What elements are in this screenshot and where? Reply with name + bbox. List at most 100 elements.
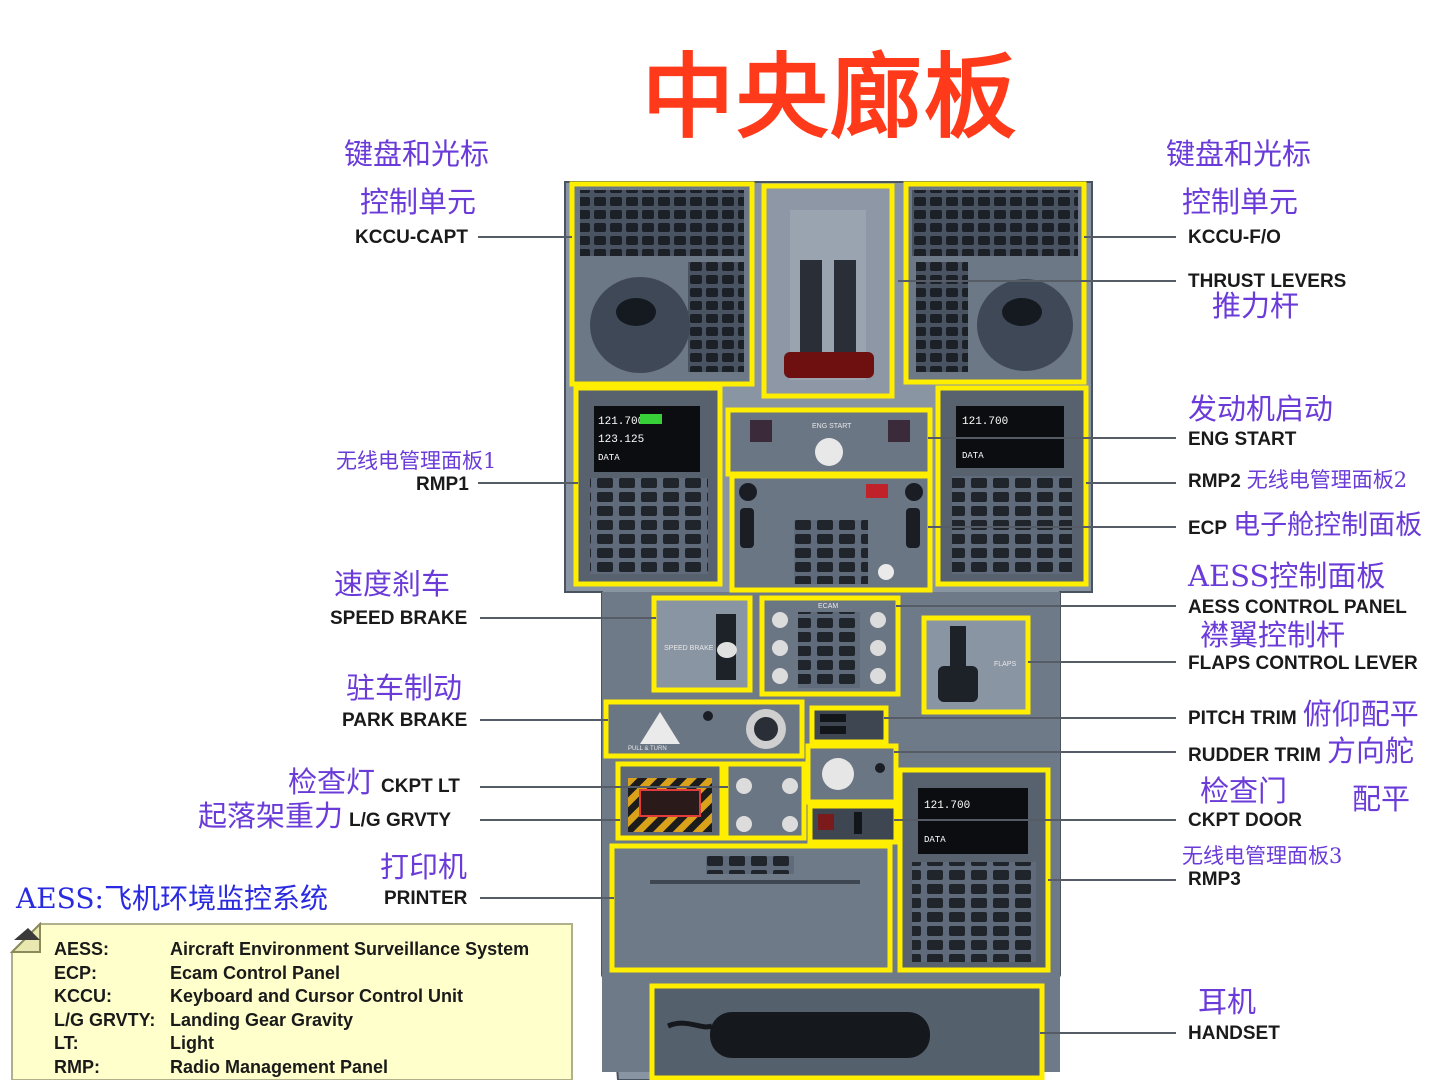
flaps-panel-text: FLAPS: [994, 661, 1017, 668]
lg-grvty-cn: 起落架重力: [198, 799, 344, 833]
flaps-cn: 襟翼控制杆: [1200, 618, 1346, 652]
rmp2-label: RMP2: [1188, 471, 1241, 492]
printer-label: PRINTER: [384, 888, 468, 909]
legend-row: L/G GRVTY: Landing Gear Gravity: [54, 1009, 529, 1033]
legend-row: RMP: Radio Management Panel: [54, 1056, 529, 1080]
rmp1-label: RMP1: [416, 474, 469, 495]
ckpt-door-cn: 检查门: [1200, 774, 1288, 808]
pitch-trim-unit: [809, 705, 889, 745]
aess-control-label: AESS CONTROL PANEL: [1188, 597, 1407, 618]
park-brake-cn: 驻车制动: [346, 671, 463, 705]
ecp-callout: ECP 电子舱控制面板: [1188, 512, 1422, 539]
ecp-unit: [729, 473, 933, 593]
printer-unit: [609, 843, 893, 973]
legend-row: ECP: Ecam Control Panel: [54, 962, 529, 986]
rudder-trim-cn: 方向舵: [1327, 734, 1415, 768]
legend-abbr: ECP:: [54, 962, 98, 983]
thrust-levers-unit: [761, 183, 895, 399]
ckpt-door-unit: [807, 803, 899, 845]
handset-label: HANDSET: [1188, 1023, 1280, 1044]
aess-control-unit: ECAM: [759, 595, 901, 697]
handset-cn: 耳机: [1198, 985, 1257, 1019]
ckpt-lt-unit: [723, 761, 807, 841]
rmp2-cn: 无线电管理面板2: [1246, 468, 1408, 492]
rudder-trim-label: RUDDER TRIM: [1188, 745, 1321, 766]
ckpt-lt-callout: 检查灯 CKPT LT: [288, 768, 460, 797]
legend-row: AESS: Aircraft Environment Surveillance …: [54, 938, 529, 962]
ecp-cn: 电子舱控制面板: [1233, 510, 1423, 541]
rmp1-unit: 121.700 123.125 DATA: [573, 385, 723, 587]
flaps-control-unit: FLAPS: [921, 615, 1031, 715]
kccu-capt-cn1: 键盘和光标: [344, 137, 490, 171]
aess-control-cn: AESS控制面板: [1188, 559, 1386, 593]
kccu-capt-unit: [569, 181, 755, 387]
legend-desc: Landing Gear Gravity: [170, 1009, 354, 1030]
kccu-fo-label: KCCU-F/O: [1188, 227, 1281, 248]
speed-brake-cn: 速度刹车: [334, 567, 451, 601]
legend-abbr: KCCU:: [54, 986, 112, 1007]
leader-lines: [478, 236, 1176, 1034]
legend-row: KCCU: Keyboard and Cursor Control Unit: [54, 985, 529, 1009]
ckpt-lt-label: CKPT LT: [381, 776, 460, 797]
kccu-fo-cn2: 控制单元: [1182, 185, 1299, 219]
lg-grvty-label: L/G GRVTY: [349, 810, 452, 831]
kccu-fo-unit: [903, 181, 1087, 385]
park-brake-label: PARK BRAKE: [342, 710, 468, 731]
pitch-trim-callout: PITCH TRIM 俯仰配平: [1188, 700, 1419, 729]
ecam-panel-text: ECAM: [818, 603, 838, 610]
rmp1-freq2: 123.125: [598, 434, 644, 446]
abbreviation-legend: AESS: Aircraft Environment Surveillance …: [10, 922, 575, 1080]
legend-desc: Aircraft Environment Surveillance System: [170, 939, 530, 960]
rmp3-unit: 121.700 DATA: [897, 767, 1051, 973]
legend-abbr: AESS:: [54, 939, 110, 960]
aess-note: AESS:飞机环境监控系统: [16, 882, 328, 915]
eng-start-cn: 发动机启动: [1188, 392, 1334, 426]
legend-abbr: LT:: [54, 1033, 79, 1054]
eng-start-unit: ENG START: [725, 407, 933, 477]
pitch-trim-label: PITCH TRIM: [1188, 708, 1297, 729]
rudder-trim-cn-extra: 配平: [1352, 782, 1411, 816]
legend-abbr: RMP:: [54, 1056, 100, 1077]
legend-desc: Radio Management Panel: [170, 1056, 389, 1077]
eng-start-label: ENG START: [1188, 429, 1297, 450]
rmp2-freq: 121.700: [962, 416, 1008, 428]
rmp3-data: DATA: [924, 835, 946, 845]
legend-desc: Ecam Control Panel: [170, 962, 341, 983]
legend-desc: Keyboard and Cursor Control Unit: [170, 986, 464, 1007]
pull-turn-panel-text: PULL & TURN: [628, 746, 667, 752]
rudder-trim-unit: [805, 743, 899, 805]
rmp1-data: DATA: [598, 453, 620, 463]
printer-cn: 打印机: [380, 850, 468, 884]
lg-gravity-unit: [615, 761, 725, 841]
speed-brake-label: SPEED BRAKE: [330, 608, 468, 629]
thrust-levers-label: THRUST LEVERS: [1188, 271, 1347, 292]
rmp1-freq1: 121.700: [598, 416, 644, 428]
kccu-capt-cn2: 控制单元: [360, 185, 477, 219]
ckpt-lt-cn: 检查灯: [288, 765, 376, 799]
legend-table: AESS: Aircraft Environment Surveillance …: [54, 938, 529, 1079]
handset-unit: [649, 983, 1045, 1080]
legend-desc: Light: [170, 1033, 214, 1054]
page-title: 中央廊板: [641, 44, 1018, 151]
rmp3-cn: 无线电管理面板3: [1182, 844, 1343, 868]
pitch-trim-cn: 俯仰配平: [1302, 697, 1419, 731]
eng-start-panel-text: ENG START: [812, 423, 852, 430]
speed-brake-panel-text: SPEED BRAKE: [664, 645, 714, 652]
legend-abbr: L/G GRVTY:: [54, 1009, 156, 1030]
park-brake-unit: PULL & TURN: [603, 699, 805, 759]
rmp3-label: RMP3: [1188, 869, 1241, 890]
rmp2-callout: RMP2 无线电管理面板2: [1188, 468, 1408, 492]
rmp2-unit: 121.700 DATA: [935, 385, 1089, 587]
lg-grvty-callout: 起落架重力 L/G GRVTY: [198, 802, 451, 831]
legend-note-shape: [10, 922, 573, 1080]
rmp2-data: DATA: [962, 451, 984, 461]
rmp1-cn: 无线电管理面板1: [336, 449, 497, 473]
kccu-fo-cn1: 键盘和光标: [1166, 137, 1312, 171]
ecp-label: ECP: [1188, 518, 1228, 539]
rmp3-freq: 121.700: [924, 800, 970, 812]
rudder-trim-callout: RUDDER TRIM 方向舵: [1188, 737, 1414, 766]
kccu-capt-label: KCCU-CAPT: [355, 227, 468, 248]
thrust-levers-cn: 推力杆: [1212, 289, 1300, 323]
speed-brake-unit: SPEED BRAKE: [651, 595, 753, 693]
